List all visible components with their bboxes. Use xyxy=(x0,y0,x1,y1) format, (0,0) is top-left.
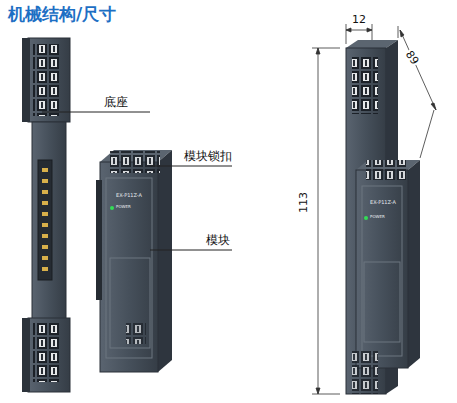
title: 机械结构/尺寸 xyxy=(8,6,116,23)
part-name: 模块锁扣 xyxy=(184,150,232,162)
indicator-text: POWER xyxy=(370,215,385,219)
part-name: 模块 xyxy=(206,234,230,246)
leader-lines xyxy=(42,112,232,250)
base xyxy=(22,38,70,392)
dimension-lines xyxy=(312,24,436,394)
indicator-text: POWER xyxy=(116,205,131,209)
dimension: 12 xyxy=(351,14,367,25)
part-name: 底座 xyxy=(104,96,128,108)
assembled-module xyxy=(346,40,420,394)
dimension: 89 xyxy=(403,48,421,67)
model-text: EX-P11Z-A xyxy=(370,200,396,205)
model-text: EX-P11Z-A xyxy=(116,193,142,198)
dimension: 113 xyxy=(298,191,309,214)
module xyxy=(96,150,172,372)
